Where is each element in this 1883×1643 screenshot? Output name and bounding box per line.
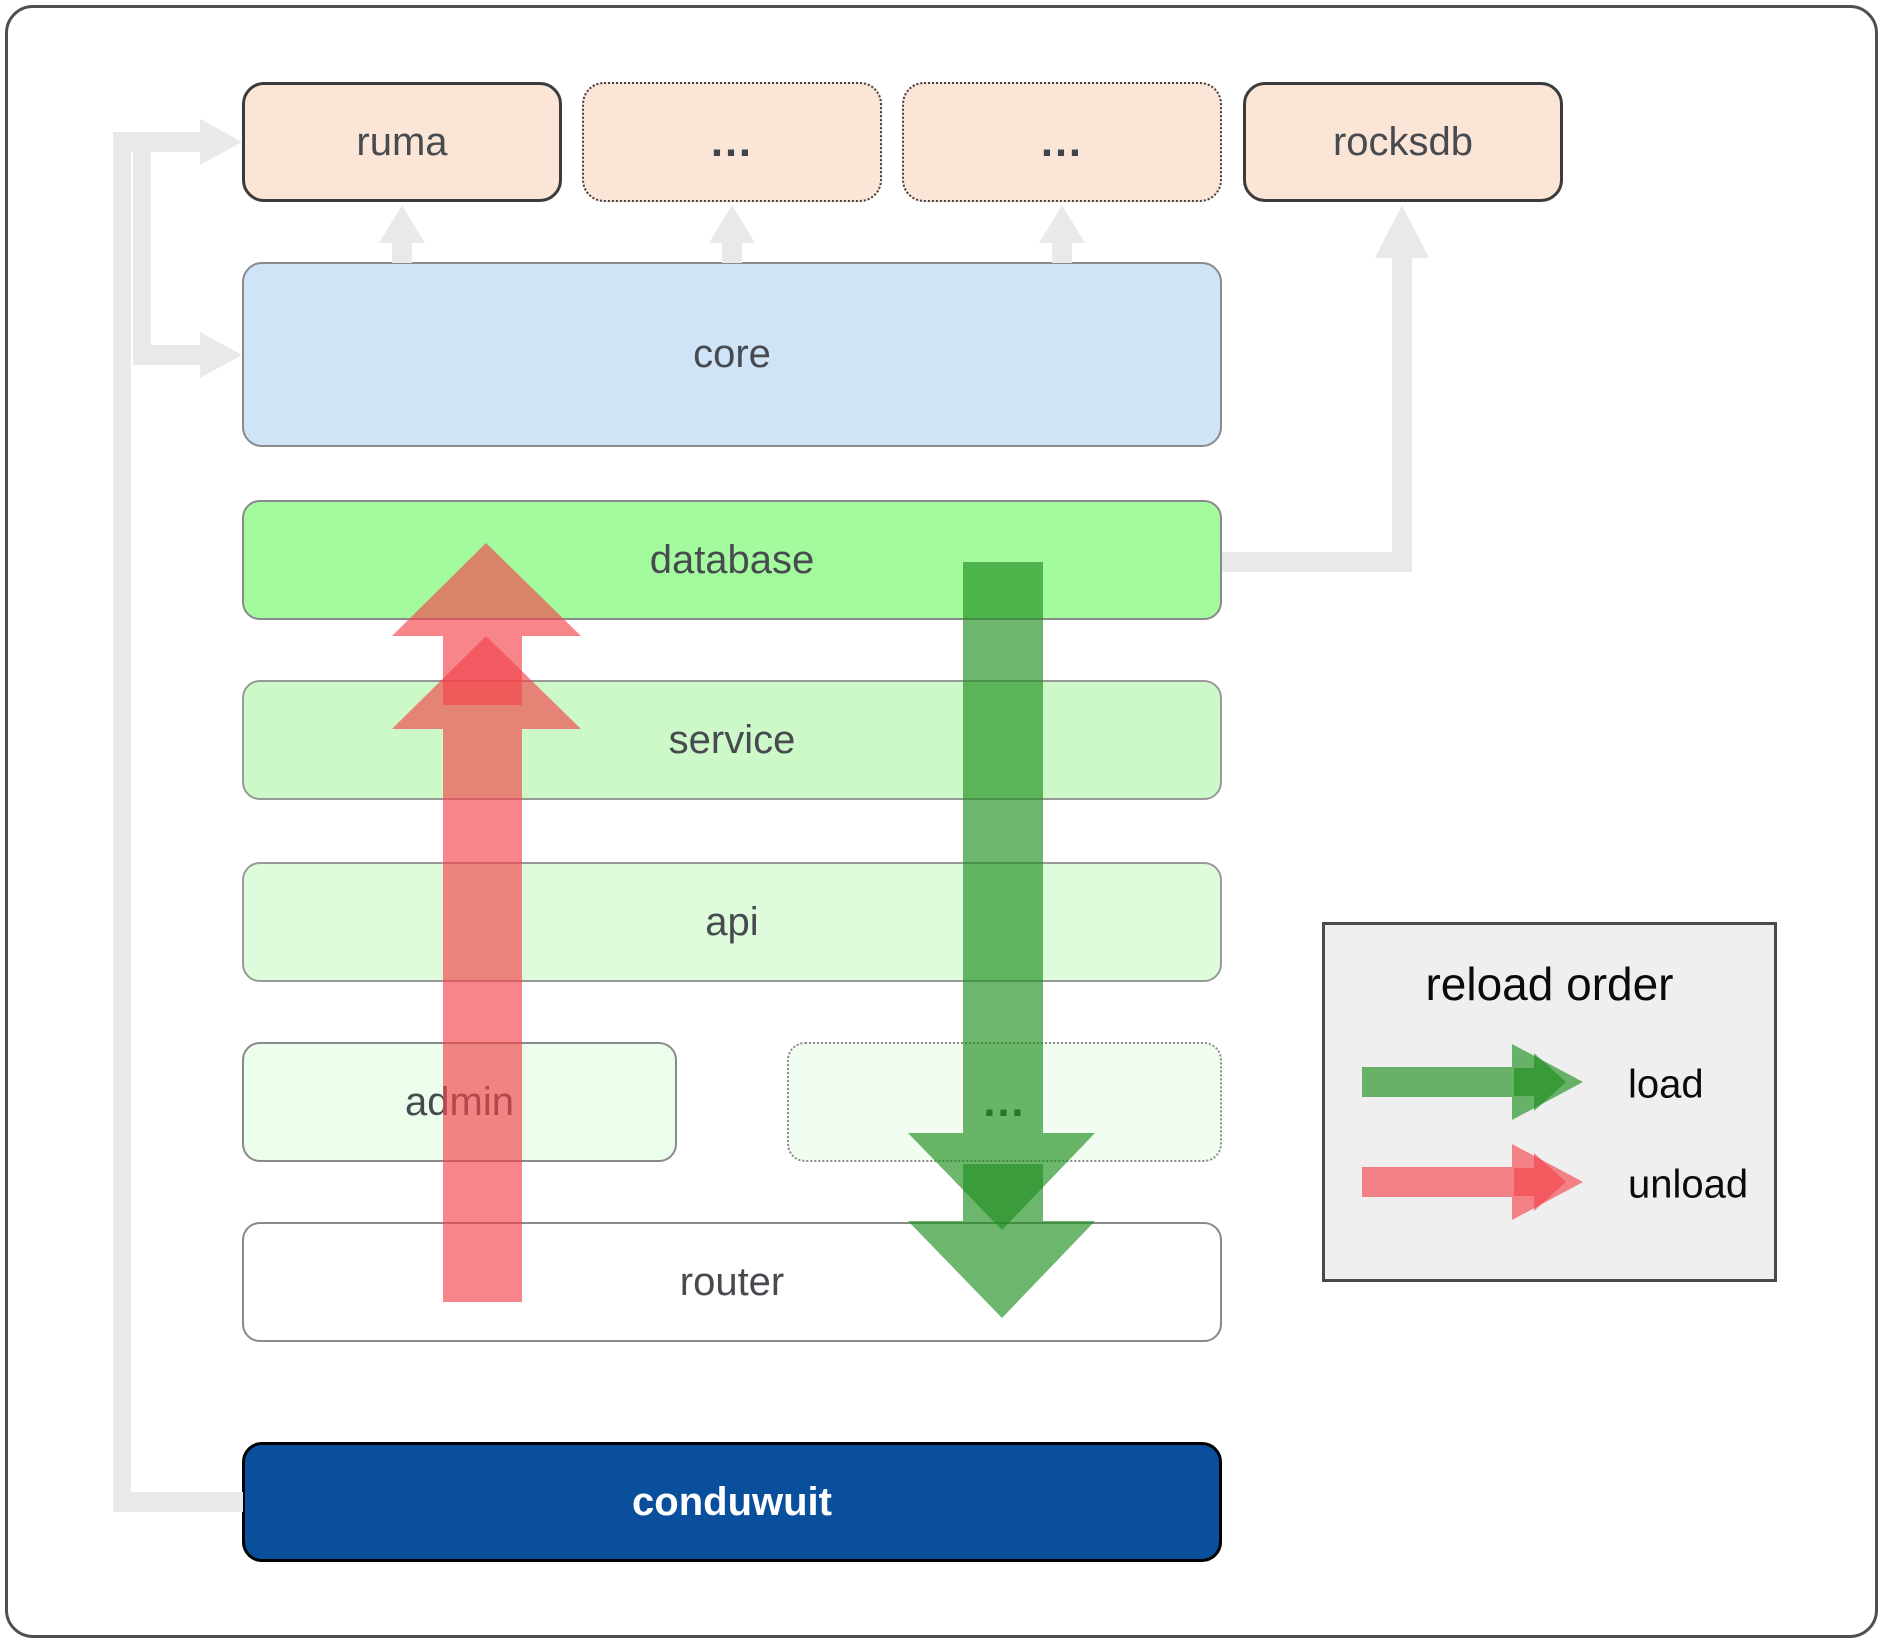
box-admin-label: admin [405, 1079, 514, 1124]
legend-load-label: load [1628, 1062, 1704, 1107]
box-database: database [242, 500, 1222, 620]
box-conduwuit: conduwuit [242, 1442, 1222, 1562]
box-core: core [242, 262, 1222, 447]
ellipsis-label: … [981, 1077, 1028, 1126]
ellipsis-label: … [1039, 117, 1085, 166]
legend-reload-order: reload order load unload [1322, 922, 1777, 1282]
box-api-label: api [705, 899, 759, 944]
legend-unload-label: unload [1628, 1162, 1749, 1207]
box-ruma-label: ruma [356, 119, 448, 164]
ellipsis-label: … [709, 117, 755, 166]
box-service-label: service [668, 717, 796, 762]
box-rocksdb-label: rocksdb [1332, 119, 1474, 164]
box-database-label: database [649, 537, 815, 582]
box-ruma: ruma [242, 82, 562, 202]
box-admin: admin [242, 1042, 677, 1162]
box-rocksdb: rocksdb [1243, 82, 1563, 202]
box-router-label: router [679, 1259, 785, 1304]
box-router: router [242, 1222, 1222, 1342]
box-conduwuit-label: conduwuit [632, 1479, 832, 1524]
box-core-label: core [693, 332, 771, 376]
diagram-frame [5, 5, 1878, 1638]
legend-title: reload order [1425, 958, 1674, 1010]
box-api: api [242, 862, 1222, 982]
box-extension-top-2: … [902, 82, 1222, 202]
box-extension-bottom: … [787, 1042, 1222, 1162]
box-extension-top-1: … [582, 82, 882, 202]
box-service: service [242, 680, 1222, 800]
